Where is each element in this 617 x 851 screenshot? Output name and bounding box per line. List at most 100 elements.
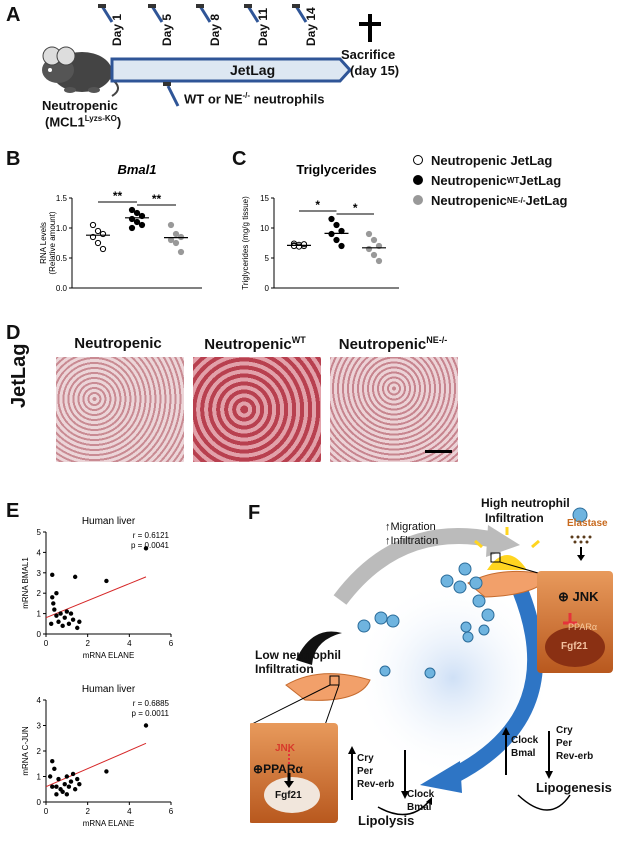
y-tick-label: 2 — [37, 747, 42, 756]
neutrophil-cells — [357, 507, 588, 679]
y-tick-label: 15 — [260, 194, 269, 203]
x-tick-label: 2 — [85, 807, 90, 816]
zoom-box-high — [490, 552, 501, 563]
y-tick-label: 3 — [37, 722, 42, 731]
data-point — [50, 759, 55, 764]
y-tick-label: 2 — [37, 589, 42, 598]
sig-stars: * — [353, 201, 358, 215]
day-label: Day 1 — [110, 13, 124, 46]
data-point — [72, 787, 78, 792]
x-tick-label: 6 — [169, 639, 174, 648]
y-tick-label: 0 — [37, 798, 42, 807]
y-axis-label: Triglycerides (mg/g tissue) — [241, 196, 250, 290]
panel-label-f: F — [248, 502, 261, 524]
y-tick-label: 1 — [37, 610, 42, 619]
data-point — [54, 792, 59, 797]
data-point — [77, 619, 82, 624]
infiltration-label: ↑Infiltration — [385, 535, 439, 547]
regression-line — [45, 742, 147, 788]
sun-icon — [474, 527, 540, 570]
panel-label-c: C — [232, 148, 247, 170]
data-point — [62, 781, 67, 787]
data-point — [94, 239, 102, 247]
nucleus-low — [264, 777, 320, 813]
data-point — [104, 578, 109, 584]
elastase-granules — [570, 535, 592, 544]
x-tick-label: 2 — [85, 639, 90, 648]
data-point — [52, 607, 57, 612]
sacrifice-day: (day 15) — [350, 63, 400, 78]
data-point — [143, 723, 149, 728]
jnk-low: JNK — [275, 743, 296, 754]
data-point — [365, 245, 373, 253]
y-tick-label: 1 — [37, 773, 42, 782]
cross-icon — [359, 14, 381, 42]
p-value: p = 0.0011 — [132, 709, 170, 718]
syringe-icon — [246, 5, 260, 23]
x-tick-label: 4 — [127, 807, 132, 816]
data-point — [375, 257, 383, 265]
data-point — [72, 574, 78, 580]
data-point — [58, 611, 63, 616]
y-axis-label-2: (Relative amount) — [48, 211, 57, 274]
data-point — [94, 227, 102, 235]
ppar-high: PPARα — [568, 622, 598, 632]
data-point — [370, 236, 378, 244]
y-tick-label: 4 — [37, 548, 42, 557]
y-tick-label: 1.5 — [56, 194, 68, 203]
lipolysis-label: Lipolysis — [358, 813, 415, 828]
data-point — [172, 230, 180, 238]
histology-neutropenic-wt — [193, 357, 321, 462]
syringe-icon — [100, 5, 114, 23]
mouse-label: Neutropenic — [42, 98, 118, 113]
data-point — [75, 625, 80, 631]
data-point — [64, 792, 70, 797]
p-value: p = 0.0041 — [131, 541, 170, 550]
jetlag-row-label: JetLag — [8, 343, 30, 408]
zoom-box-low — [329, 675, 340, 686]
panel-label-e: E — [6, 500, 20, 522]
jetlag-bar-label: JetLag — [230, 62, 276, 78]
fgf21-low: Fgf21 — [275, 790, 302, 801]
data-point — [104, 769, 109, 774]
x-tick-label: 0 — [44, 807, 49, 816]
low-infiltration-label-2: Infiltration — [255, 662, 314, 676]
lipogenesis-label: Lipogenesis — [536, 780, 612, 795]
data-point — [68, 779, 74, 784]
regression-line — [45, 576, 147, 619]
data-point — [68, 611, 74, 616]
y-tick-label: 10 — [260, 224, 269, 233]
x-tick-label: 6 — [169, 807, 174, 816]
sig-stars: ** — [152, 192, 162, 206]
high-infiltration-label-2: Infiltration — [485, 511, 544, 525]
data-point — [333, 221, 340, 229]
data-point — [50, 784, 55, 789]
data-point — [66, 621, 72, 626]
sig-stars: ** — [113, 189, 123, 203]
injection-label: WT or NE-/- neutrophils — [184, 91, 325, 107]
chart-title: Bmal1 — [117, 162, 156, 177]
mouse-icon — [42, 46, 119, 97]
x-tick-label: 4 — [127, 639, 132, 648]
syringe-icon — [150, 5, 164, 23]
ppar-low: ⊕PPARα — [253, 762, 303, 776]
data-point — [70, 617, 76, 622]
data-point — [70, 771, 76, 777]
histology-neutropenic-ne — [330, 357, 458, 462]
day-label: Day 5 — [160, 13, 174, 46]
migration-label: ↑Migration — [385, 521, 436, 533]
data-point — [128, 206, 136, 214]
data-point — [370, 251, 378, 259]
panel-label-a: A — [6, 4, 21, 26]
histology-column-header: NeutropenicNE-/- — [338, 335, 448, 353]
sacrifice-label: Sacrifice — [341, 47, 396, 62]
syringe-icon-injection — [163, 82, 180, 107]
y-tick-label: 1.0 — [56, 224, 68, 233]
syringe-icon — [198, 5, 212, 23]
